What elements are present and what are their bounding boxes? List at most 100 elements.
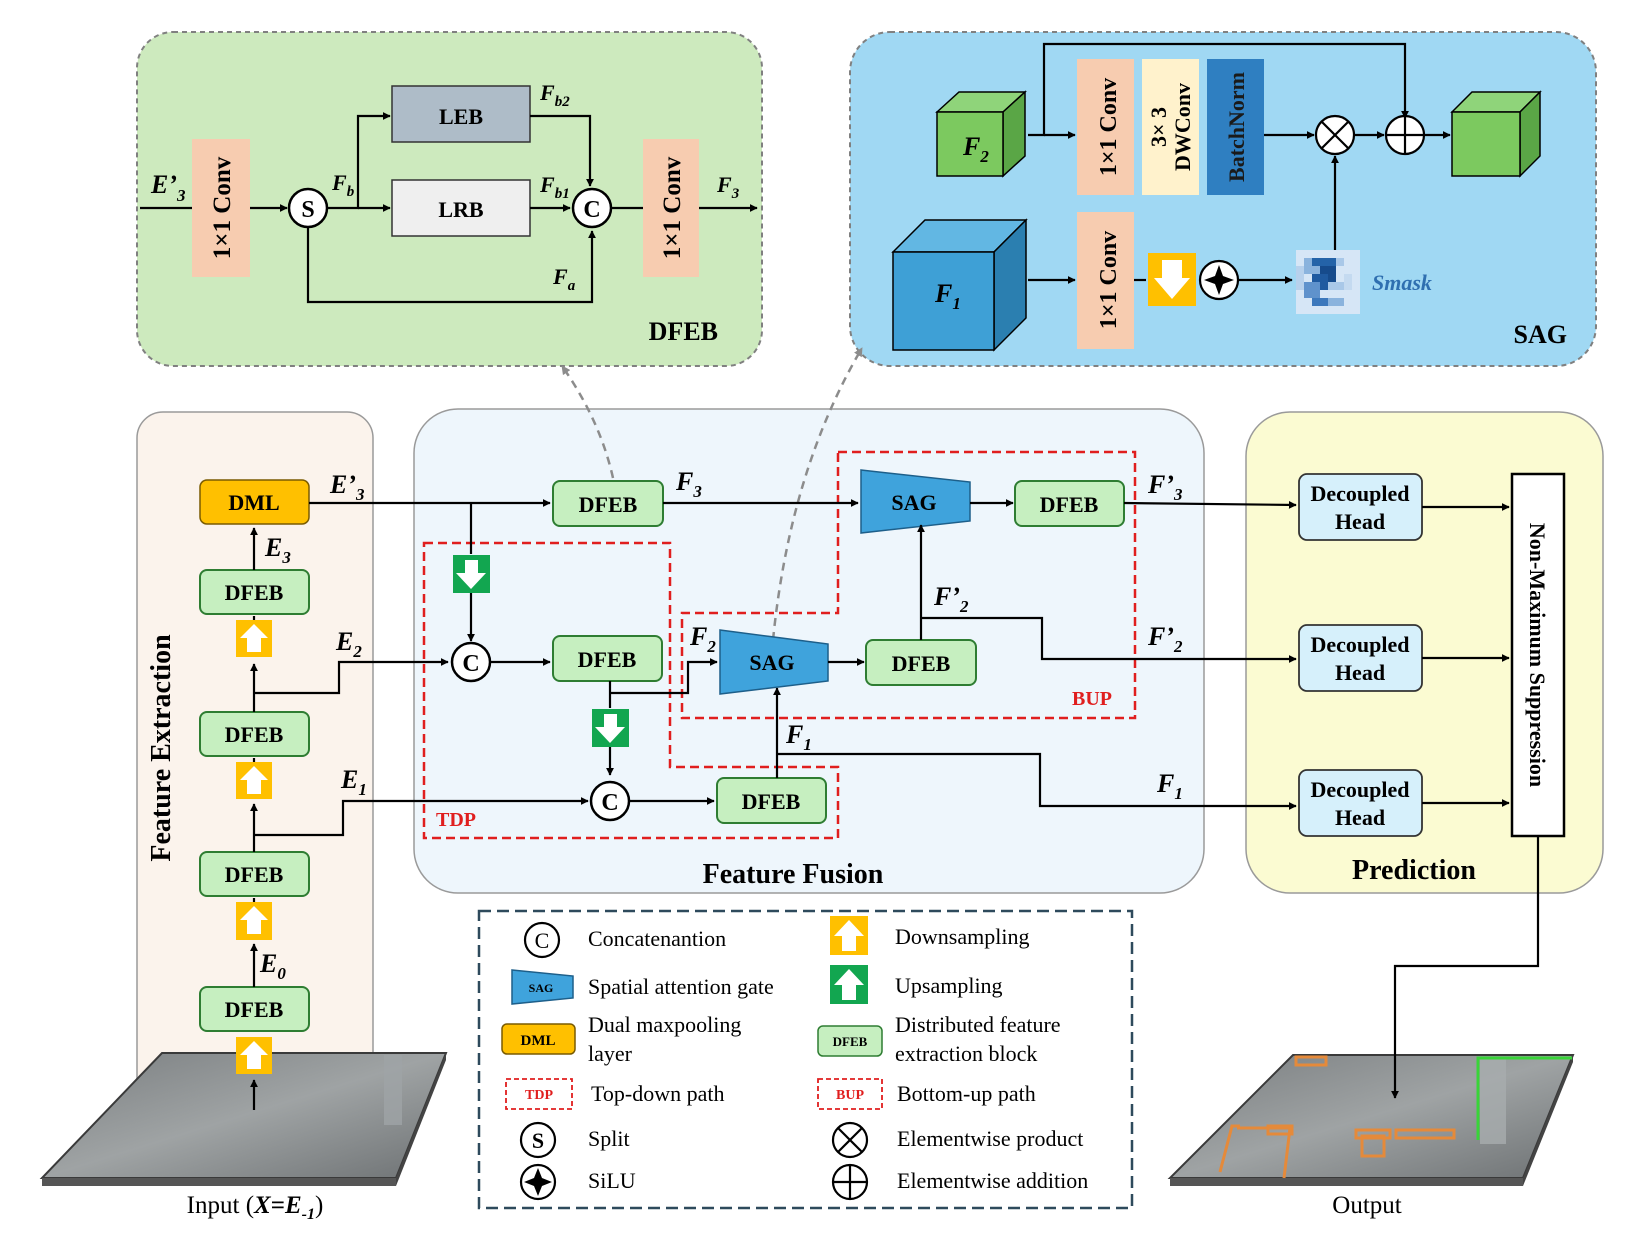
legend-tdp-symbol: TDP bbox=[525, 1088, 553, 1103]
e3p-label: E’3 bbox=[329, 470, 365, 504]
tdp-region bbox=[422, 541, 840, 840]
output-image bbox=[1167, 1054, 1575, 1186]
head-label-2: Head bbox=[1335, 805, 1385, 830]
f2-label: F2 bbox=[689, 622, 716, 656]
conv-left-block bbox=[192, 139, 250, 277]
e2-connection bbox=[254, 658, 449, 695]
conv-top-block bbox=[1077, 59, 1134, 195]
output-caption: Output bbox=[1332, 1192, 1402, 1219]
dfeb-label: DFEB bbox=[225, 722, 284, 747]
conv-right-block bbox=[643, 139, 699, 277]
dfeb-block bbox=[716, 777, 827, 824]
dfeb-label: DFEB bbox=[579, 492, 638, 517]
concat-symbol: C bbox=[583, 197, 600, 223]
feature-extraction-title: Feature Extraction bbox=[146, 634, 177, 862]
arrow bbox=[306, 227, 596, 304]
legend-concat-label: Concatenantion bbox=[588, 926, 726, 951]
arrow bbox=[1123, 500, 1297, 509]
legend-box bbox=[477, 909, 1134, 1210]
feature-fusion: TDP BUP E’3 DFEB F3 SAG DFEB F’3 E2 C DF… bbox=[254, 450, 1297, 890]
e1-connection bbox=[254, 797, 589, 837]
dfeb-label: DFEB bbox=[225, 580, 284, 605]
batchnorm-block bbox=[1207, 59, 1264, 195]
legend-concat-symbol: C bbox=[535, 928, 550, 953]
lrb-block bbox=[391, 179, 531, 237]
legend-silu-label: SiLU bbox=[588, 1168, 636, 1193]
f1-head-label: F1 bbox=[1156, 769, 1183, 803]
sag-expand-arrow bbox=[771, 347, 864, 641]
bup-label: BUP bbox=[1072, 688, 1112, 710]
legend-tdp-icon bbox=[505, 1078, 573, 1110]
legend-dml-label-2: layer bbox=[588, 1041, 633, 1066]
input-caption: Input (X=E-1) bbox=[187, 1192, 324, 1223]
legend-dml-icon bbox=[501, 1023, 576, 1055]
dfeb-label: DFEB bbox=[1040, 492, 1099, 517]
split-symbol: S bbox=[301, 197, 314, 223]
legend-bup-label: Bottom-up path bbox=[897, 1081, 1036, 1106]
legend-split-icon bbox=[519, 1121, 557, 1159]
legend-dfeb-symbol: DFEB bbox=[833, 1034, 868, 1049]
dwconv-block bbox=[1142, 59, 1199, 195]
f1-label: F1 bbox=[934, 279, 961, 313]
conv-top-label: 1×1 Conv bbox=[1096, 78, 1122, 176]
dfeb-label: DFEB bbox=[892, 651, 951, 676]
e3-label: E3 bbox=[264, 533, 291, 567]
prediction: Decoupled Head Decoupled Head Decoupled … bbox=[1298, 472, 1566, 1219]
legend-sag-icon bbox=[511, 969, 574, 1005]
dfeb-expand-arrow bbox=[560, 365, 615, 479]
dfeb-detail-title: DFEB bbox=[649, 317, 718, 346]
f3-label: F3 bbox=[675, 467, 702, 501]
legend-tdp-label: Top-down path bbox=[591, 1081, 725, 1106]
head-label-2: Head bbox=[1335, 660, 1385, 685]
head-label-2: Head bbox=[1335, 509, 1385, 534]
f2p-connection bbox=[921, 616, 1297, 663]
input-image bbox=[39, 1052, 448, 1186]
conv-bottom-label: 1×1 Conv bbox=[1096, 231, 1122, 329]
e1-label: E1 bbox=[340, 765, 367, 799]
smask-icon bbox=[1296, 250, 1360, 314]
batchnorm-label: BatchNorm bbox=[1224, 72, 1249, 182]
f3p-label: F’3 bbox=[1147, 470, 1183, 504]
output-label: F3 bbox=[716, 172, 740, 202]
legend-bup-icon bbox=[817, 1078, 883, 1110]
f1-cube bbox=[891, 218, 1028, 352]
legend-sag-label: Spatial attention gate bbox=[588, 974, 774, 999]
legend-split-label: Split bbox=[588, 1126, 630, 1151]
feature-extraction: Feature Extraction DFEB E0 DFEB DFEB DFE… bbox=[146, 479, 324, 1223]
dfeb-label: DFEB bbox=[225, 862, 284, 887]
head-label-1: Decoupled bbox=[1311, 632, 1410, 657]
output-cube bbox=[1450, 90, 1542, 178]
sag-detail: F2 F1 1×1 Conv 3× 3 DWConv BatchNorm 1×1… bbox=[891, 42, 1567, 352]
conv-right-label: 1×1 Conv bbox=[659, 156, 686, 259]
legend-dfeb-label-1: Distributed feature bbox=[895, 1012, 1061, 1037]
leb-label: LEB bbox=[439, 104, 483, 129]
f2-connection bbox=[610, 658, 718, 695]
e0-label: E0 bbox=[259, 949, 286, 983]
legend-split-symbol: S bbox=[532, 1128, 544, 1153]
fb-label: Fb bbox=[331, 170, 355, 200]
arrow bbox=[530, 114, 594, 187]
feature-fusion-title: Feature Fusion bbox=[703, 859, 884, 890]
head-label-1: Decoupled bbox=[1311, 777, 1410, 802]
legend-concat-icon bbox=[523, 921, 561, 959]
arrow bbox=[327, 112, 391, 210]
f1-label: F1 bbox=[785, 720, 812, 754]
legend-dml-symbol: DML bbox=[521, 1033, 556, 1049]
legend-dfeb-icon bbox=[817, 1025, 883, 1057]
fb1-label: Fb1 bbox=[539, 172, 570, 202]
concat-symbol: C bbox=[601, 790, 618, 816]
legend-upsampling-label: Upsampling bbox=[895, 973, 1003, 998]
legend-dfeb-label-2: extraction block bbox=[895, 1041, 1037, 1066]
legend-bup-symbol: BUP bbox=[836, 1088, 864, 1103]
smask-label: Smask bbox=[1372, 270, 1432, 295]
f2p-label: F’2 bbox=[933, 582, 969, 616]
lrb-label: LRB bbox=[438, 197, 484, 222]
input-label: E’3 bbox=[150, 170, 186, 205]
dwconv-label-1: 3× 3 bbox=[1146, 107, 1171, 147]
dml-label: DML bbox=[228, 490, 279, 515]
leb-block bbox=[391, 85, 531, 143]
concat-symbol: C bbox=[462, 651, 479, 677]
nms-label: Non-Maximum Suppression bbox=[1525, 523, 1550, 787]
f2p-head-label: F’2 bbox=[1147, 622, 1183, 656]
